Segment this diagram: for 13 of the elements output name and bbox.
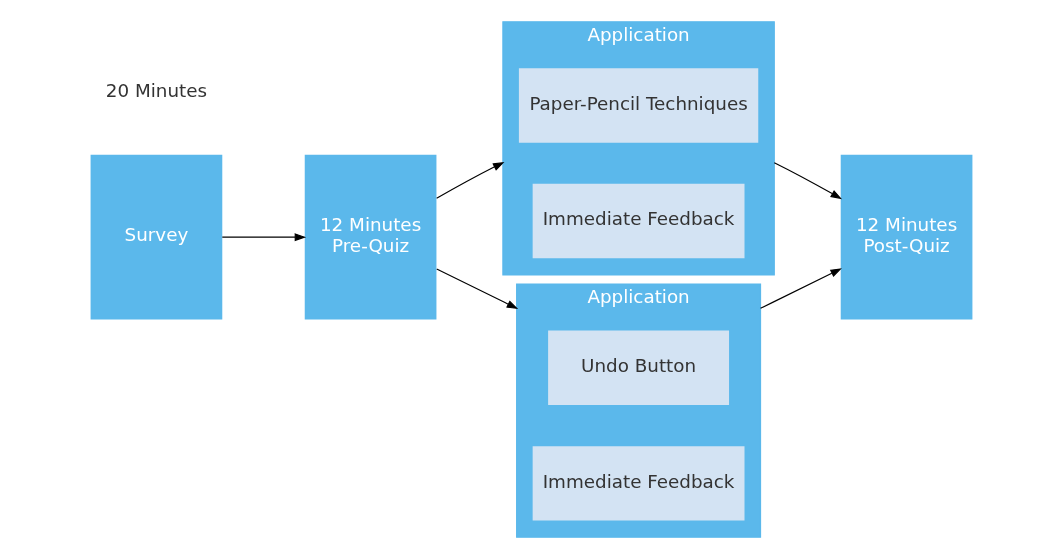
node-box: 12 Minutes Pre-Quiz xyxy=(304,154,436,320)
node-box: Immediate Feedback xyxy=(532,183,744,259)
node-box: Survey xyxy=(90,154,222,320)
arrow xyxy=(759,268,842,309)
arrow xyxy=(435,161,504,199)
label: 20 Minutes xyxy=(105,80,207,102)
node-box: Paper-Pencil Techniques xyxy=(518,68,758,143)
node-box: Immediate Feedback xyxy=(532,446,744,521)
arrow xyxy=(435,268,518,310)
node-box: Undo Button xyxy=(547,330,729,405)
arrow xyxy=(773,162,842,200)
arrow xyxy=(221,233,306,242)
node-box: 12 Minutes Post-Quiz xyxy=(840,154,972,320)
